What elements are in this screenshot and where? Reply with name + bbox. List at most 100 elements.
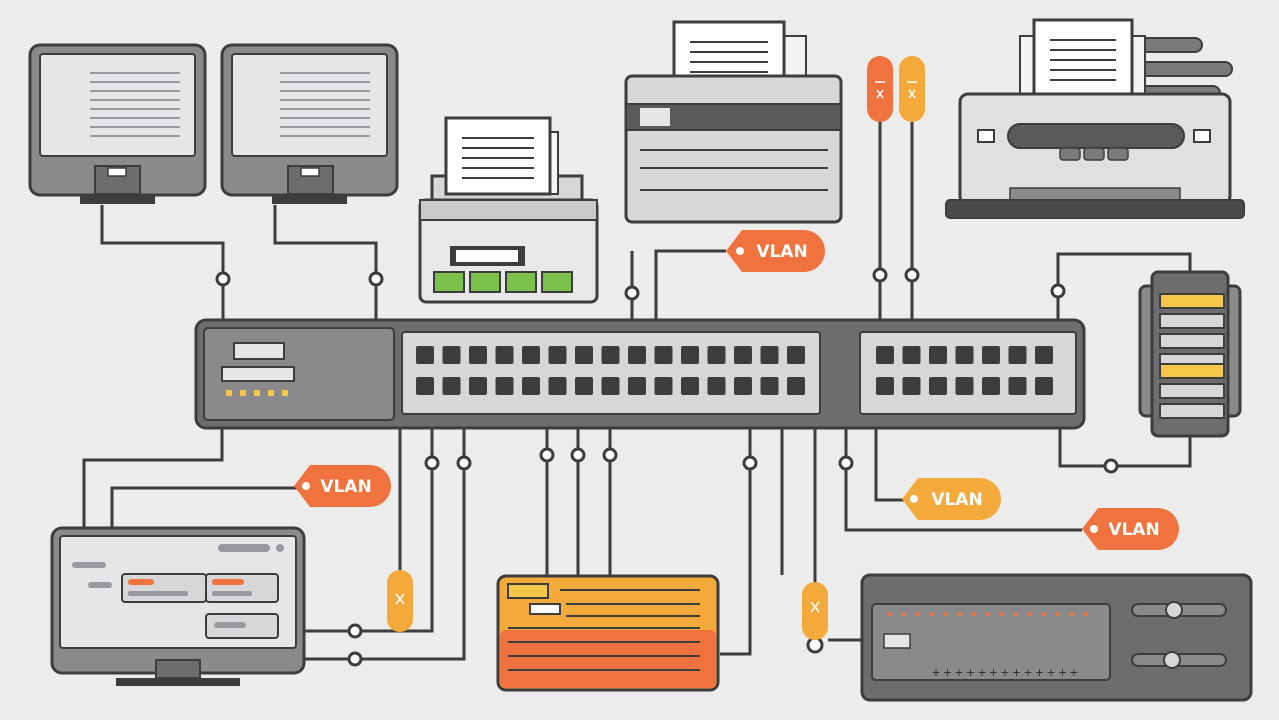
monitor-icon [50, 526, 306, 686]
status-led [888, 612, 892, 616]
switch-port [982, 377, 1000, 395]
appliance-leds: +++++++++++++ [888, 612, 1088, 679]
switch-port [876, 346, 894, 364]
port-marker: + [1046, 666, 1055, 679]
port-marker: + [1000, 666, 1009, 679]
network-appliance-icon: +++++++++++++ [860, 573, 1253, 702]
status-led [1028, 612, 1032, 616]
switch-port [787, 377, 805, 395]
switch-port [760, 346, 779, 364]
connector-node-icon [570, 447, 586, 463]
network-switch-icon [194, 318, 1086, 430]
status-led [902, 612, 906, 616]
switch-port [681, 377, 699, 395]
port-marker: + [954, 666, 963, 679]
switch-port [522, 346, 540, 364]
router-icon [496, 574, 720, 692]
switch-port [575, 346, 593, 364]
switch-port [495, 346, 514, 364]
vlan-tag-icon [387, 570, 413, 632]
vlan-tag-label: VLAN [1108, 520, 1159, 540]
status-led [930, 612, 934, 616]
connector-node-icon [624, 285, 640, 301]
vlan-tag-label: VLAN [931, 490, 982, 510]
switch-port [416, 377, 434, 395]
port-marker: + [1069, 666, 1078, 679]
status-led [1084, 612, 1088, 616]
switch-port [575, 377, 593, 395]
monitor-icon [28, 43, 207, 204]
connector-nodes [215, 267, 1119, 667]
switch-port [707, 377, 726, 395]
status-led [916, 612, 920, 616]
switch-port [734, 377, 752, 395]
connector-node-icon [368, 271, 384, 287]
switch-port [495, 377, 514, 395]
port-marker: + [989, 666, 998, 679]
server-rack-icon [1138, 270, 1242, 438]
switch-port [416, 346, 434, 364]
switch-port [654, 346, 673, 364]
status-led [1070, 612, 1074, 616]
switch-port [1008, 346, 1027, 364]
port-marker: + [943, 666, 952, 679]
connector-node-icon [456, 455, 472, 471]
connector-node-icon [347, 651, 363, 667]
connector-node-icon [424, 455, 440, 471]
status-led [1042, 612, 1046, 616]
connector-node-icon [904, 267, 920, 283]
status-led [1014, 612, 1018, 616]
connector-node-icon [838, 455, 854, 471]
switch-port [548, 377, 567, 395]
status-led [944, 612, 948, 616]
vlan-tag-icon [802, 582, 828, 640]
connector-node-icon [347, 623, 363, 639]
switch-port [760, 377, 779, 395]
switch-port [442, 377, 461, 395]
switch-port [902, 377, 921, 395]
connector-node-icon [539, 447, 555, 463]
switch-port [955, 346, 974, 364]
port-marker: + [1035, 666, 1044, 679]
connector-node-icon [1050, 283, 1066, 299]
connector-node-icon [215, 271, 231, 287]
vlan-tag-icon: VLAN [902, 478, 1001, 520]
monitor-icon [220, 43, 399, 204]
status-led [1056, 612, 1060, 616]
switch-port [469, 377, 487, 395]
port-marker: + [966, 666, 975, 679]
port-marker: + [1023, 666, 1032, 679]
switch-port [442, 346, 461, 364]
switch-port [955, 377, 974, 395]
switch-port [681, 346, 699, 364]
status-led [958, 612, 962, 616]
connector-node-icon [872, 267, 888, 283]
switch-port [876, 377, 894, 395]
connector-node-icon [1103, 458, 1119, 474]
vlan-tag-icon: VLAN [726, 230, 825, 272]
printer-icon [945, 18, 1245, 219]
port-marker: + [931, 666, 940, 679]
port-marker: + [1058, 666, 1067, 679]
status-led [972, 612, 976, 616]
vlan-tag-label: VLAN [756, 242, 807, 262]
switch-port [1008, 377, 1027, 395]
switch-port [628, 377, 646, 395]
vlan-tag-icon: VLAN [294, 465, 391, 507]
vlan-tag-icon: VLAN [1082, 508, 1179, 550]
switch-port [1035, 346, 1053, 364]
connector-node-icon [806, 636, 824, 654]
switch-port [548, 346, 567, 364]
switch-port [982, 346, 1000, 364]
switch-port [522, 377, 540, 395]
switch-port [929, 346, 947, 364]
switch-port [469, 346, 487, 364]
port-marker: + [977, 666, 986, 679]
switch-port [1035, 377, 1053, 395]
connector-node-icon [602, 447, 618, 463]
status-led [986, 612, 990, 616]
switch-port [929, 377, 947, 395]
printer-icon [418, 116, 599, 304]
